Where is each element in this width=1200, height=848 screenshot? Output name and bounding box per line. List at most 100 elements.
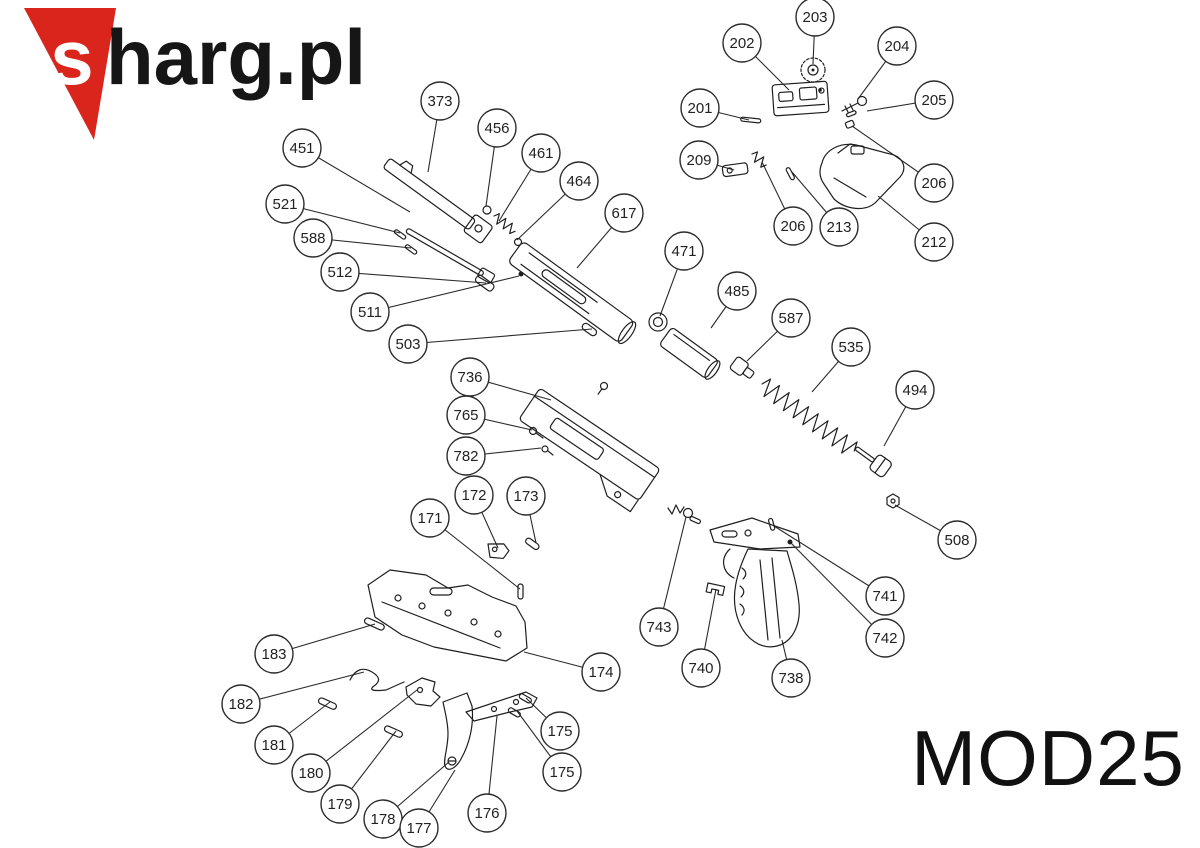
piston-seal-drawing <box>729 356 755 379</box>
svg-text:521: 521 <box>272 196 297 213</box>
svg-text:512: 512 <box>327 264 352 281</box>
part-balloon-203: 203 <box>795 0 835 37</box>
svg-text:183: 183 <box>261 646 286 663</box>
part-balloon-511: 511 <box>350 292 390 332</box>
part-balloon-206: 206 <box>914 163 954 203</box>
part-balloon-175: 175 <box>542 752 582 792</box>
svg-text:176: 176 <box>474 805 499 822</box>
svg-text:373: 373 <box>427 93 452 110</box>
pin-205-drawing <box>845 110 857 118</box>
svg-text:205: 205 <box>921 92 946 109</box>
part-balloon-741: 741 <box>865 576 905 616</box>
svg-text:201: 201 <box>687 100 712 117</box>
logo-triangle-icon <box>24 8 116 140</box>
trigger-bar-clip-drawing <box>705 582 726 596</box>
part-balloon-201: 201 <box>680 88 720 128</box>
pin-181-drawing <box>317 697 337 710</box>
receiver-drawing <box>519 381 660 513</box>
screws-drawing <box>528 426 554 456</box>
part-balloon-508: 508 <box>937 520 977 560</box>
svg-text:494: 494 <box>902 382 927 399</box>
safety-drawing <box>667 504 702 525</box>
svg-text:451: 451 <box>289 140 314 157</box>
part-balloon-175: 175 <box>540 711 580 751</box>
part-balloon-209: 209 <box>679 140 719 180</box>
washer-drawing <box>648 312 668 332</box>
pin-179-drawing <box>383 725 403 738</box>
svg-text:180: 180 <box>298 765 323 782</box>
sear-drawing <box>487 537 540 560</box>
part-balloon-461: 461 <box>521 133 561 173</box>
svg-text:212: 212 <box>921 234 946 251</box>
part-balloon-173: 173 <box>506 476 546 516</box>
svg-text:179: 179 <box>327 796 352 813</box>
svg-text:742: 742 <box>872 630 897 647</box>
svg-text:511: 511 <box>358 304 382 321</box>
svg-text:741: 741 <box>872 588 897 605</box>
logo-text: harg.pl <box>106 13 366 101</box>
svg-text:175: 175 <box>547 723 572 740</box>
pin-201-drawing <box>740 116 762 124</box>
svg-text:209: 209 <box>686 152 711 169</box>
part-balloon-456: 456 <box>477 108 517 148</box>
trigger-bar-drawing <box>465 691 538 722</box>
sharg-logo: s harg.pl <box>24 8 366 140</box>
piston-sleeve-drawing <box>660 327 721 380</box>
grip-frame-drawing <box>709 517 801 579</box>
svg-text:743: 743 <box>646 619 671 636</box>
svg-text:177: 177 <box>406 820 431 837</box>
leader-line <box>301 147 411 213</box>
svg-text:782: 782 <box>453 448 478 465</box>
svg-text:765: 765 <box>453 407 478 424</box>
svg-text:740: 740 <box>688 660 713 677</box>
spring-guide-drawing <box>855 446 892 478</box>
svg-text:175: 175 <box>549 764 574 781</box>
part-balloon-171: 171 <box>410 498 450 538</box>
part-balloon-617: 617 <box>604 193 644 233</box>
pin-213-drawing <box>785 167 795 181</box>
svg-text:171: 171 <box>417 510 442 527</box>
latch-lever-drawing <box>721 162 749 178</box>
part-balloon-178: 178 <box>363 799 403 839</box>
svg-text:464: 464 <box>566 173 591 190</box>
trigger-frame-drawing <box>367 569 528 662</box>
svg-text:173: 173 <box>513 488 538 505</box>
part-balloon-485: 485 <box>717 271 757 311</box>
part-balloon-212: 212 <box>914 222 954 262</box>
cocking-rod-drawing <box>405 228 496 284</box>
part-balloon-180: 180 <box>291 753 331 793</box>
sear-lever-drawing <box>405 677 441 707</box>
part-balloon-202: 202 <box>722 23 762 63</box>
svg-text:203: 203 <box>802 9 827 26</box>
svg-text:206: 206 <box>921 175 946 192</box>
logo-letter-s: s <box>50 13 93 101</box>
leader-lines <box>240 16 958 829</box>
plunger-drawing <box>474 271 524 292</box>
pin-742-drawing <box>787 539 793 545</box>
pin-175b-drawing <box>507 707 521 718</box>
part-balloon-588: 588 <box>293 218 333 258</box>
svg-text:471: 471 <box>671 243 696 260</box>
svg-text:587: 587 <box>778 310 803 327</box>
part-balloon-451: 451 <box>282 128 322 168</box>
part-balloon-512: 512 <box>320 252 360 292</box>
screw-204-drawing <box>841 95 868 113</box>
part-balloon-738: 738 <box>771 658 811 698</box>
breech-block-drawing <box>771 80 830 117</box>
svg-text:456: 456 <box>484 120 509 137</box>
pin-741-drawing <box>767 517 776 531</box>
part-balloon-213: 213 <box>819 207 859 247</box>
svg-text:181: 181 <box>261 737 286 754</box>
svg-text:738: 738 <box>778 670 803 687</box>
trigger-drawing <box>442 692 474 770</box>
leader-line <box>773 525 886 597</box>
svg-text:588: 588 <box>300 230 325 247</box>
svg-text:617: 617 <box>611 205 636 222</box>
leader-line <box>407 328 593 345</box>
cover-drawing <box>819 143 905 209</box>
part-balloon-743: 743 <box>639 607 679 647</box>
part-balloon-494: 494 <box>895 370 935 410</box>
small-pins-drawing <box>393 229 418 255</box>
part-balloon-521: 521 <box>265 184 305 224</box>
